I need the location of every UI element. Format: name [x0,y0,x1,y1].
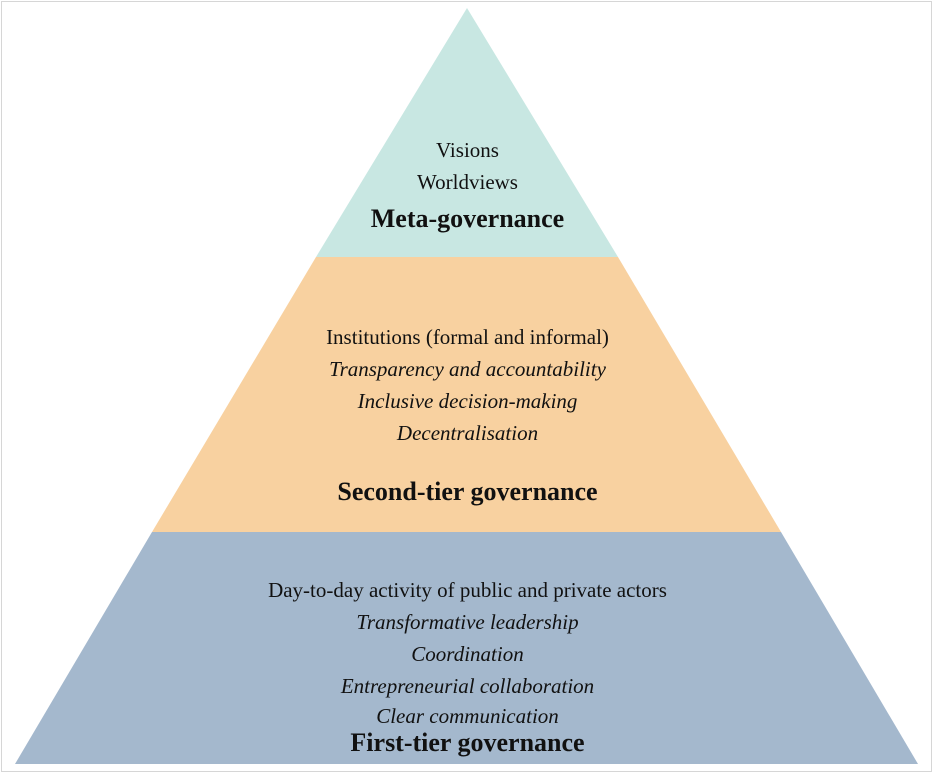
tier-item-coordination: Coordination [411,642,524,666]
meta-governance-text: Visions Worldviews Meta-governance [0,134,935,234]
first-tier-title: First-tier governance [350,728,585,757]
tier-item-worldviews: Worldviews [417,170,518,194]
meta-governance-tier-shape [316,8,618,257]
first-tier-shape [15,532,918,764]
tier-item-transformative-leadership: Transformative leadership [356,610,579,634]
second-tier-shape [152,257,781,532]
tier-item-day-to-day-activity: Day-to-day activity of public and privat… [268,578,667,602]
tier-item-decentralisation: Decentralisation [396,421,539,445]
second-tier-title: Second-tier governance [337,477,598,506]
tier-item-visions: Visions [436,138,499,162]
second-tier-text: Institutions (formal and informal) Trans… [0,321,935,507]
first-tier-text: Day-to-day activity of public and privat… [0,574,935,758]
tier-item-transparency: Transparency and accountability [329,357,606,381]
tier-item-institutions: Institutions (formal and informal) [326,325,609,349]
meta-governance-title: Meta-governance [370,204,565,233]
tier-item-clear-communication: Clear communication [376,704,559,728]
tier-item-inclusive-decision-making: Inclusive decision-making [357,389,578,413]
tier-item-entrepreneurial-collaboration: Entrepreneurial collaboration [340,674,595,698]
